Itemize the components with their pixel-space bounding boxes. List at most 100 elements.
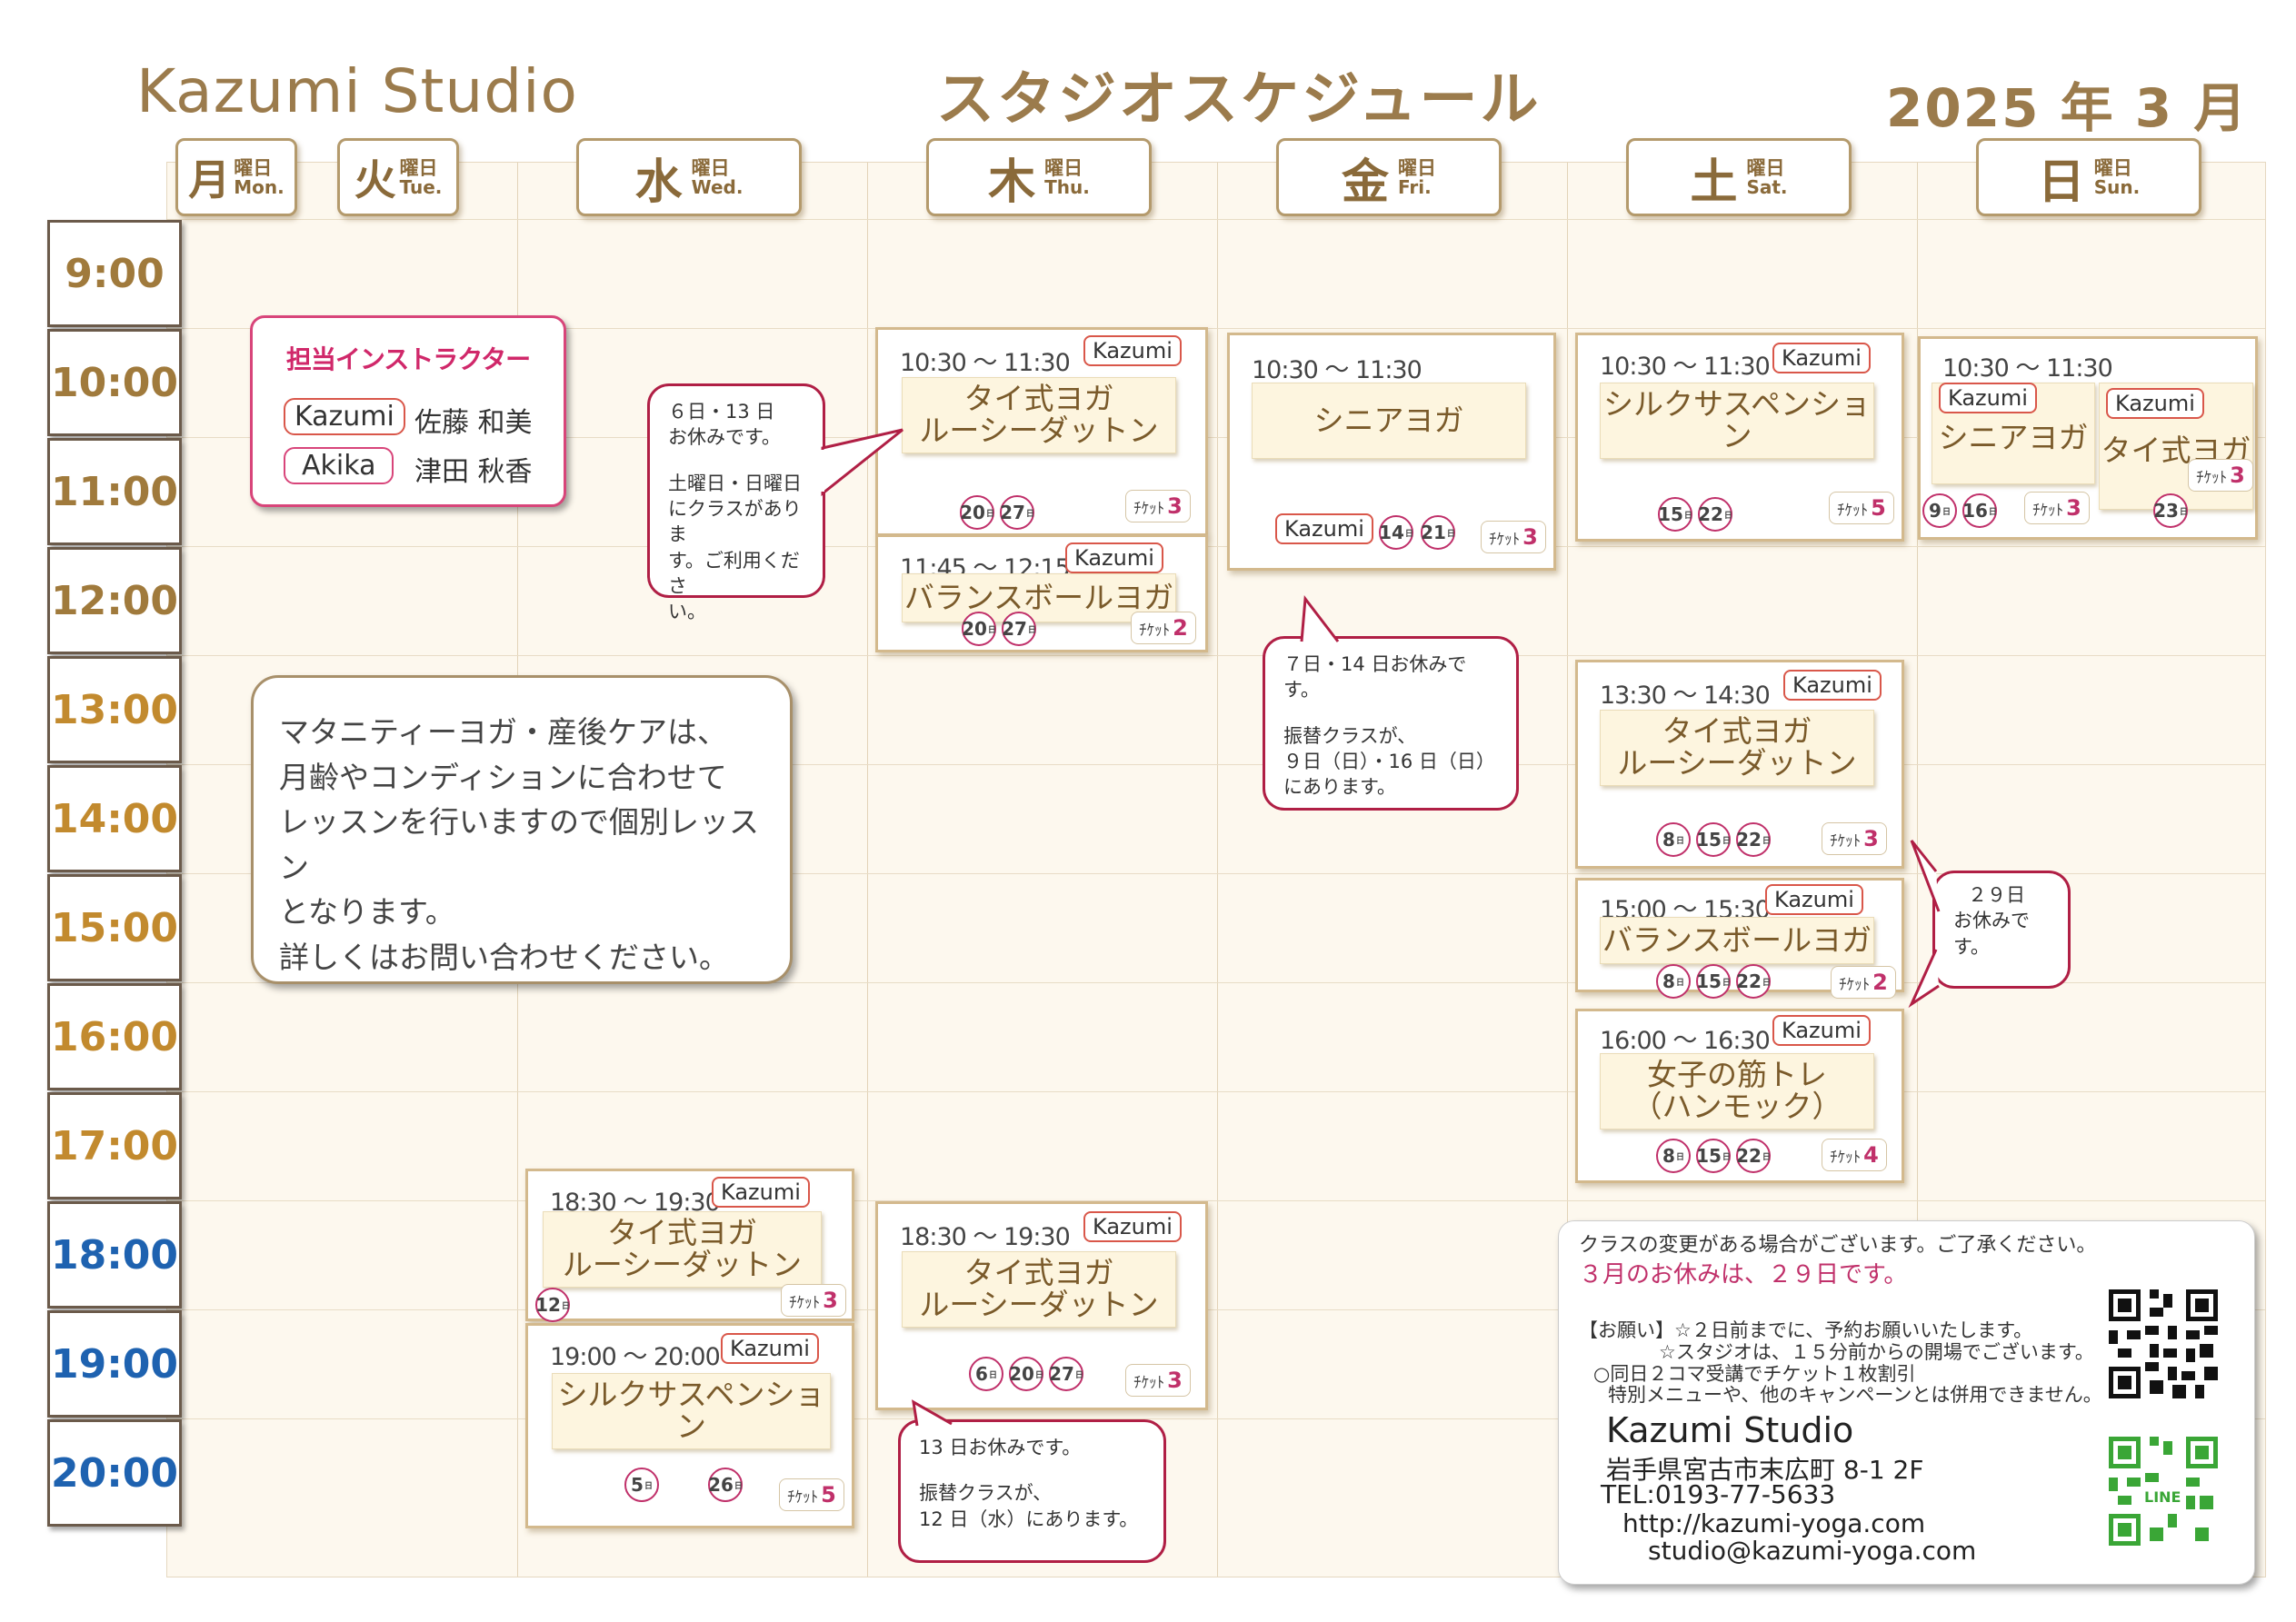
- callout-tail: [817, 428, 903, 497]
- class-name: シルクサスペンション: [552, 1373, 831, 1449]
- line-label: LINE: [2144, 1488, 2181, 1506]
- instructor-tag: Kazumi: [1772, 343, 1871, 373]
- class-time: 10:30 ～ 11:30: [1252, 356, 1423, 384]
- class-name: タイ式ヨガルーシーダットン: [1600, 710, 1874, 786]
- class-time: 19:00 ～ 20:00: [550, 1343, 721, 1371]
- class-name: タイ式ヨガルーシーダットン: [902, 377, 1176, 453]
- class-card[interactable]: 10:30 ～ 11:30 Kazumi シニアヨガ Kazumi タイ式ヨガ …: [1918, 336, 2258, 540]
- instructor-tag: Kazumi: [721, 1333, 819, 1364]
- class-name: バランスボールヨガ: [1600, 917, 1874, 964]
- phone[interactable]: TEL:0193-77-5633: [1601, 1479, 1836, 1509]
- class-name: タイ式ヨガルーシーダットン: [902, 1251, 1176, 1328]
- notice-line: レッスンを行いますので個別レッスン: [279, 804, 759, 885]
- notice-line: となります。: [279, 894, 455, 930]
- instructor-heading: 担当インストラクター: [285, 344, 531, 374]
- instructor-tag: Kazumi: [1783, 670, 1882, 701]
- class-time: 10:30 ～ 11:30: [1942, 354, 2113, 383]
- time-slot: 20:00: [47, 1419, 182, 1527]
- callout-line: にクラスがありま: [668, 498, 802, 546]
- request-line: ☆スタジオは、１５分前からの開場でございます。: [1659, 1341, 2094, 1363]
- callout-line: ９日（日）・16 日（日）: [1283, 751, 1495, 773]
- notice-line: マタニティーヨガ・産後ケアは、: [279, 714, 728, 750]
- instructor-tag: Kazumi: [1065, 542, 1163, 573]
- time-slot: 17:00: [47, 1092, 182, 1199]
- callout-line: 13 日お休みです。: [919, 1437, 1082, 1458]
- holiday-notice: ３月のお休みは、２９日です。: [1579, 1261, 1908, 1289]
- time-slot: 19:00: [47, 1310, 182, 1418]
- request-line: 【お願い】☆２日前までに、予約お願いいたします。: [1579, 1319, 2033, 1341]
- callout-line: 土曜日・日曜日: [668, 472, 802, 494]
- callout-line: お休みです。: [668, 426, 781, 449]
- time-slot: 10:00: [47, 329, 182, 436]
- instructor-name: 津田 秋香: [414, 456, 533, 488]
- address: 岩手県宮古市末広町 8-1 2F: [1606, 1455, 1924, 1485]
- time-slot: 13:00: [47, 656, 182, 763]
- callout-line: 12 日（水）にあります。: [919, 1508, 1139, 1530]
- time-slot: 16:00: [47, 983, 182, 1090]
- notice-line: 月齢やコンディションに合わせて: [279, 759, 727, 795]
- callout-line: [668, 451, 804, 471]
- instructor-tag: Kazumi: [1275, 513, 1373, 544]
- callout-tail: [1908, 840, 1941, 1009]
- callout-line: ７日・14 日お休みです。: [1283, 653, 1467, 702]
- callout-tail: [912, 1399, 953, 1427]
- class-time: 10:30 ～ 11:30: [1600, 353, 1771, 381]
- time-slot: 12:00: [47, 547, 182, 654]
- instructor-tag: Kazumi: [284, 398, 405, 435]
- time-slot: 18:00: [47, 1201, 182, 1309]
- instructor-box: 担当インストラクター Kazumi 佐藤 和美 Akika 津田 秋香: [250, 315, 566, 507]
- class-name: タイ式ヨガルーシーダットン: [543, 1211, 822, 1288]
- time-slot: 11:00: [47, 438, 182, 545]
- studio-name: Kazumi Studio: [136, 56, 578, 126]
- callout-line: [1283, 703, 1498, 723]
- line-qr-code-icon: [2104, 1432, 2222, 1550]
- website-link[interactable]: http://kazumi-yoga.com: [1622, 1508, 1926, 1538]
- instructor-tag: Kazumi: [1083, 1211, 1182, 1242]
- qr-code-icon: [2104, 1285, 2222, 1403]
- maternity-notice: マタニティーヨガ・産後ケアは、 月齢やコンディションに合わせて レッスンを行いま…: [251, 675, 793, 984]
- callout-thu: 13 日お休みです。 振替クラスが、 12 日（水）にあります。: [898, 1399, 1166, 1563]
- email-link[interactable]: studio@kazumi-yoga.com: [1648, 1536, 1977, 1566]
- callout-line: にあります。: [1283, 776, 1396, 799]
- instructor-tag: Kazumi: [1939, 383, 2037, 413]
- callout-line: ６日・13 日: [668, 401, 775, 423]
- callout-sat: ２９日 お休みです。: [1908, 840, 2071, 1009]
